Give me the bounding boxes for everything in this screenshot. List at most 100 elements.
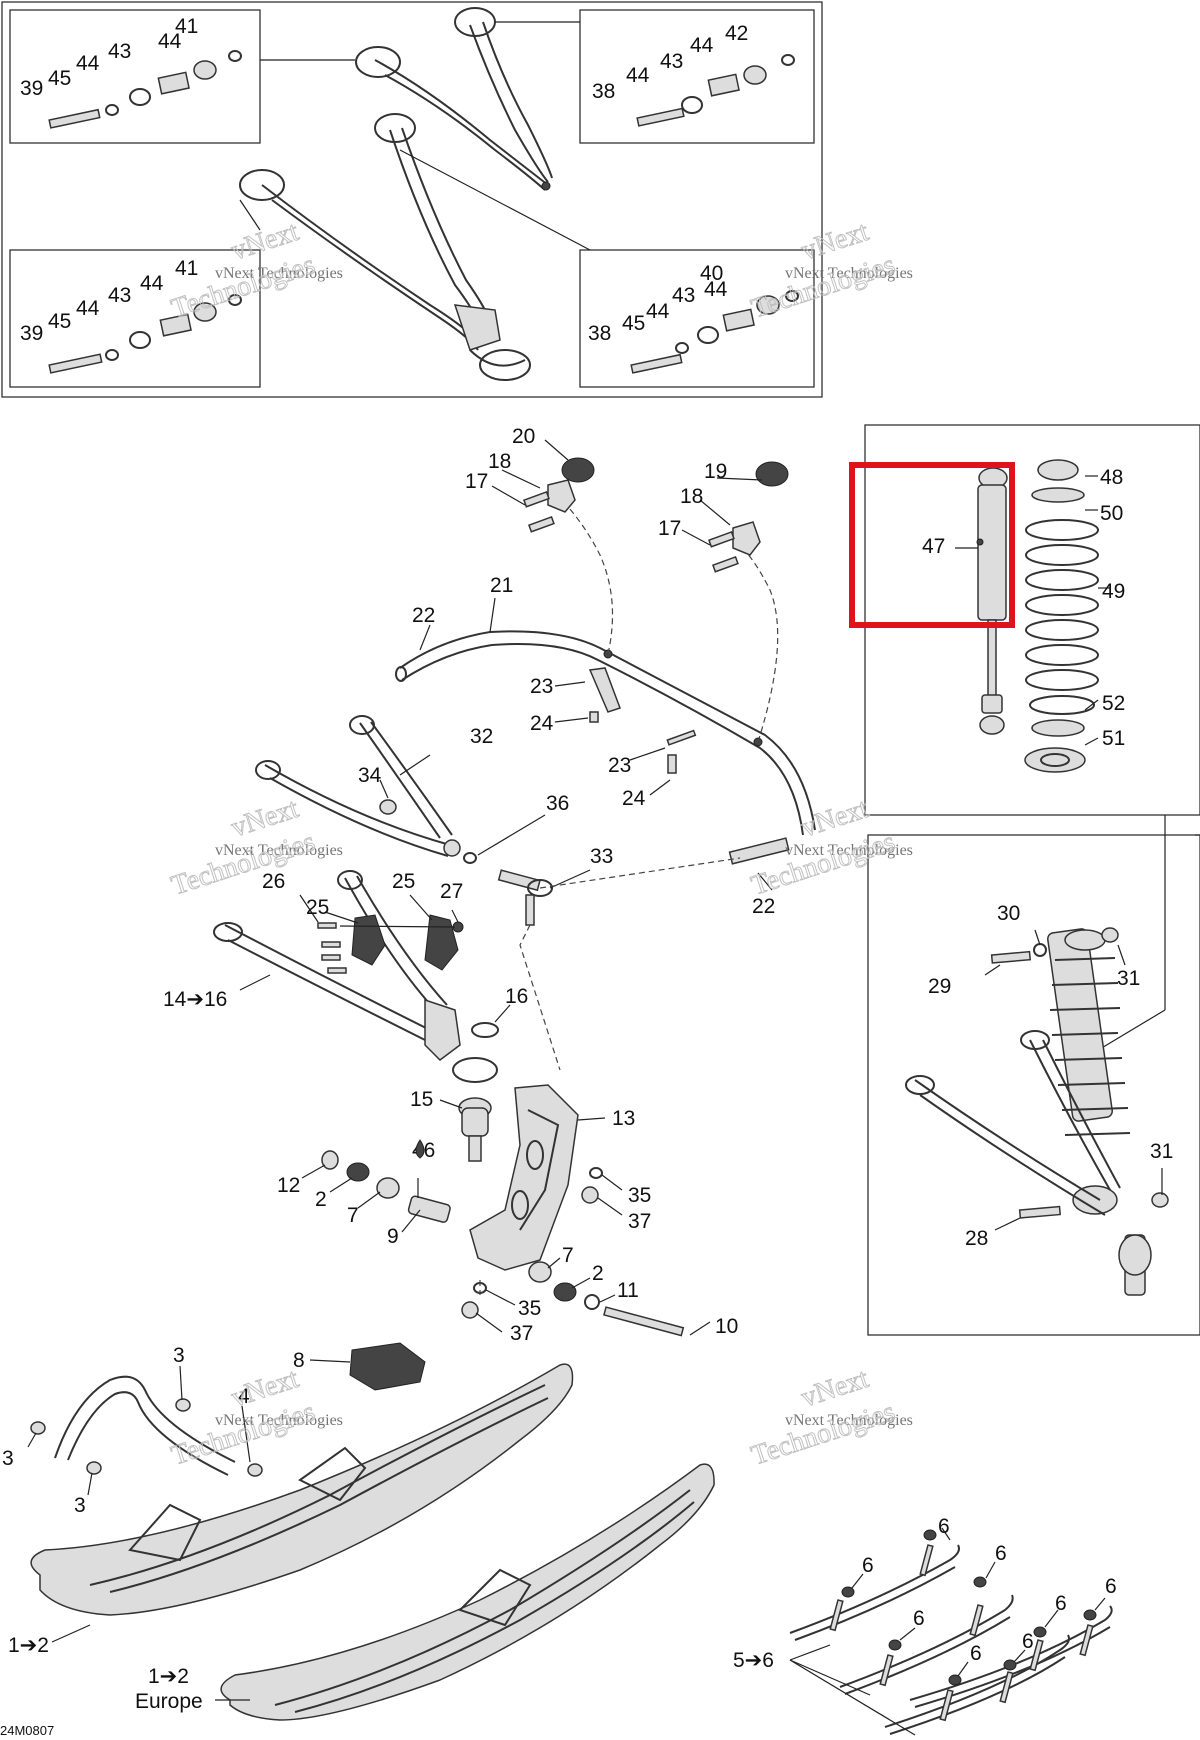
callout-44-upper-b: 44 xyxy=(76,52,100,75)
callout-4: 4 xyxy=(238,1385,250,1408)
bracket-18-right xyxy=(708,461,789,573)
callout-40: 40 xyxy=(700,262,723,285)
callout-44-upper-c: 44 xyxy=(690,34,714,57)
assembly-panel-frame xyxy=(867,834,1200,1336)
callout-3-bottom: 3 xyxy=(74,1494,86,1517)
shock-panel-frame xyxy=(864,424,1200,816)
lower-a-arm-drawing xyxy=(239,113,531,381)
callout-6-e: 6 xyxy=(1055,1592,1067,1615)
bolt-26-b xyxy=(321,941,341,948)
callout-52: 52 xyxy=(1102,692,1125,715)
bushing-set-ll xyxy=(48,294,242,374)
nut-34 xyxy=(379,799,397,815)
ball-joint-15 xyxy=(458,1097,492,1162)
callout-19: 19 xyxy=(704,460,727,483)
callout-6-c: 6 xyxy=(995,1542,1007,1565)
assembly-panel: 30 29 31 31 28 xyxy=(867,815,1200,1336)
callout-18-left: 18 xyxy=(488,450,511,473)
top-panel: 41 44 43 44 39 45 42 44 43 44 38 41 44 4… xyxy=(1,1,823,398)
callout-31-lower: 31 xyxy=(1150,1140,1173,1163)
callout-31-upper: 31 xyxy=(1117,967,1140,990)
callout-35-bottom: 35 xyxy=(518,1297,541,1320)
callout-47: 47 xyxy=(922,535,945,558)
callout-3-left: 3 xyxy=(2,1447,14,1470)
lower-a-arm-14-16 xyxy=(213,870,499,1083)
callout-europe: Europe xyxy=(135,1690,203,1713)
callout-23-upper: 23 xyxy=(530,675,553,698)
highlight-box-part-47 xyxy=(849,462,1015,628)
callout-28: 28 xyxy=(965,1227,988,1250)
callout-50: 50 xyxy=(1100,502,1123,525)
bushing-7-right xyxy=(528,1261,552,1283)
wear-pad-8 xyxy=(349,1342,426,1391)
bushing-set-ul xyxy=(48,50,242,129)
callout-21: 21 xyxy=(490,574,513,597)
inset-lower-left xyxy=(9,249,261,388)
callout-6-b: 6 xyxy=(862,1554,874,1577)
spring-49 xyxy=(1024,459,1099,773)
callout-20: 20 xyxy=(512,425,535,448)
callout-48: 48 xyxy=(1100,466,1123,489)
callout-24-upper: 24 xyxy=(530,712,554,735)
callout-7-right: 7 xyxy=(562,1244,574,1267)
callout-6-d: 6 xyxy=(913,1607,925,1630)
callout-38-upper: 38 xyxy=(592,80,615,103)
callout-6-g: 6 xyxy=(1105,1575,1117,1598)
inset-upper-left xyxy=(9,9,261,144)
callout-41-lower: 41 xyxy=(175,257,198,280)
callout-29: 29 xyxy=(928,975,951,998)
callout-35-top: 35 xyxy=(628,1184,651,1207)
bolt-26-a xyxy=(317,922,337,929)
bolt-24 xyxy=(589,711,599,723)
bumper-25-right xyxy=(424,914,459,971)
center-assembly: 20 18 17 19 18 17 21 22 23 24 23 24 32 3… xyxy=(163,425,816,1345)
callout-32: 32 xyxy=(470,725,493,748)
callout-17-left: 17 xyxy=(465,470,488,493)
callout-1-2-europe: 1➔2 xyxy=(148,1665,189,1688)
watermark-text: vNext Technologies xyxy=(215,265,343,282)
washer-36 xyxy=(463,852,477,864)
shock-panel: 47 48 50 49 52 51 xyxy=(849,424,1200,816)
callout-27: 27 xyxy=(440,880,463,903)
assembled-lower-arm xyxy=(905,1030,1121,1216)
callout-39-lower: 39 xyxy=(20,322,43,345)
bushing-set-lr xyxy=(630,290,799,374)
watermark-text: vNext Technologies xyxy=(785,842,913,859)
nut-37-bottom xyxy=(461,1301,479,1319)
callout-44-lower-c: 44 xyxy=(704,278,728,301)
callout-14-16: 14➔16 xyxy=(163,988,227,1011)
callout-43-upper-a: 43 xyxy=(108,40,131,63)
watermarks: vNext Technologies vNext Technologies vN… xyxy=(167,215,913,1472)
callout-5-6: 5➔6 xyxy=(733,1649,774,1672)
callout-37-top: 37 xyxy=(628,1210,651,1233)
callout-44-lower-a: 44 xyxy=(140,272,164,295)
bushing-7-left xyxy=(376,1177,400,1199)
spindle-13 xyxy=(469,1084,579,1271)
callout-44-lower-b: 44 xyxy=(76,297,100,320)
callout-13: 13 xyxy=(612,1107,635,1130)
top-panel-frame xyxy=(1,1,823,398)
callout-23-lower: 23 xyxy=(608,754,631,777)
bumper-25-left xyxy=(351,914,386,966)
callout-7-left: 7 xyxy=(347,1204,359,1227)
callout-39-upper: 39 xyxy=(20,77,43,100)
upper-a-arm-drawing xyxy=(355,7,553,191)
callout-43-lower-a: 43 xyxy=(108,284,131,307)
link-22-right xyxy=(728,837,790,865)
sway-bar-21 xyxy=(395,499,816,836)
callout-44-upper-d: 44 xyxy=(626,64,650,87)
callout-12: 12 xyxy=(277,1174,300,1197)
callout-44-lower-d: 44 xyxy=(646,300,670,323)
tie-rod-33 xyxy=(497,857,741,1071)
callout-44-upper-a: 44 xyxy=(158,30,182,53)
callout-26: 26 xyxy=(262,870,285,893)
callout-11: 11 xyxy=(617,1279,639,1302)
callout-6-a: 6 xyxy=(938,1515,950,1538)
cap-12 xyxy=(321,1150,339,1170)
drawing-code: 24M0807 xyxy=(0,1723,54,1738)
callout-6-h: 6 xyxy=(1022,1630,1034,1653)
callout-45-lower: 45 xyxy=(48,310,71,333)
callout-38-lower: 38 xyxy=(588,322,611,345)
watermark-text: vNext Technologies xyxy=(785,265,913,282)
